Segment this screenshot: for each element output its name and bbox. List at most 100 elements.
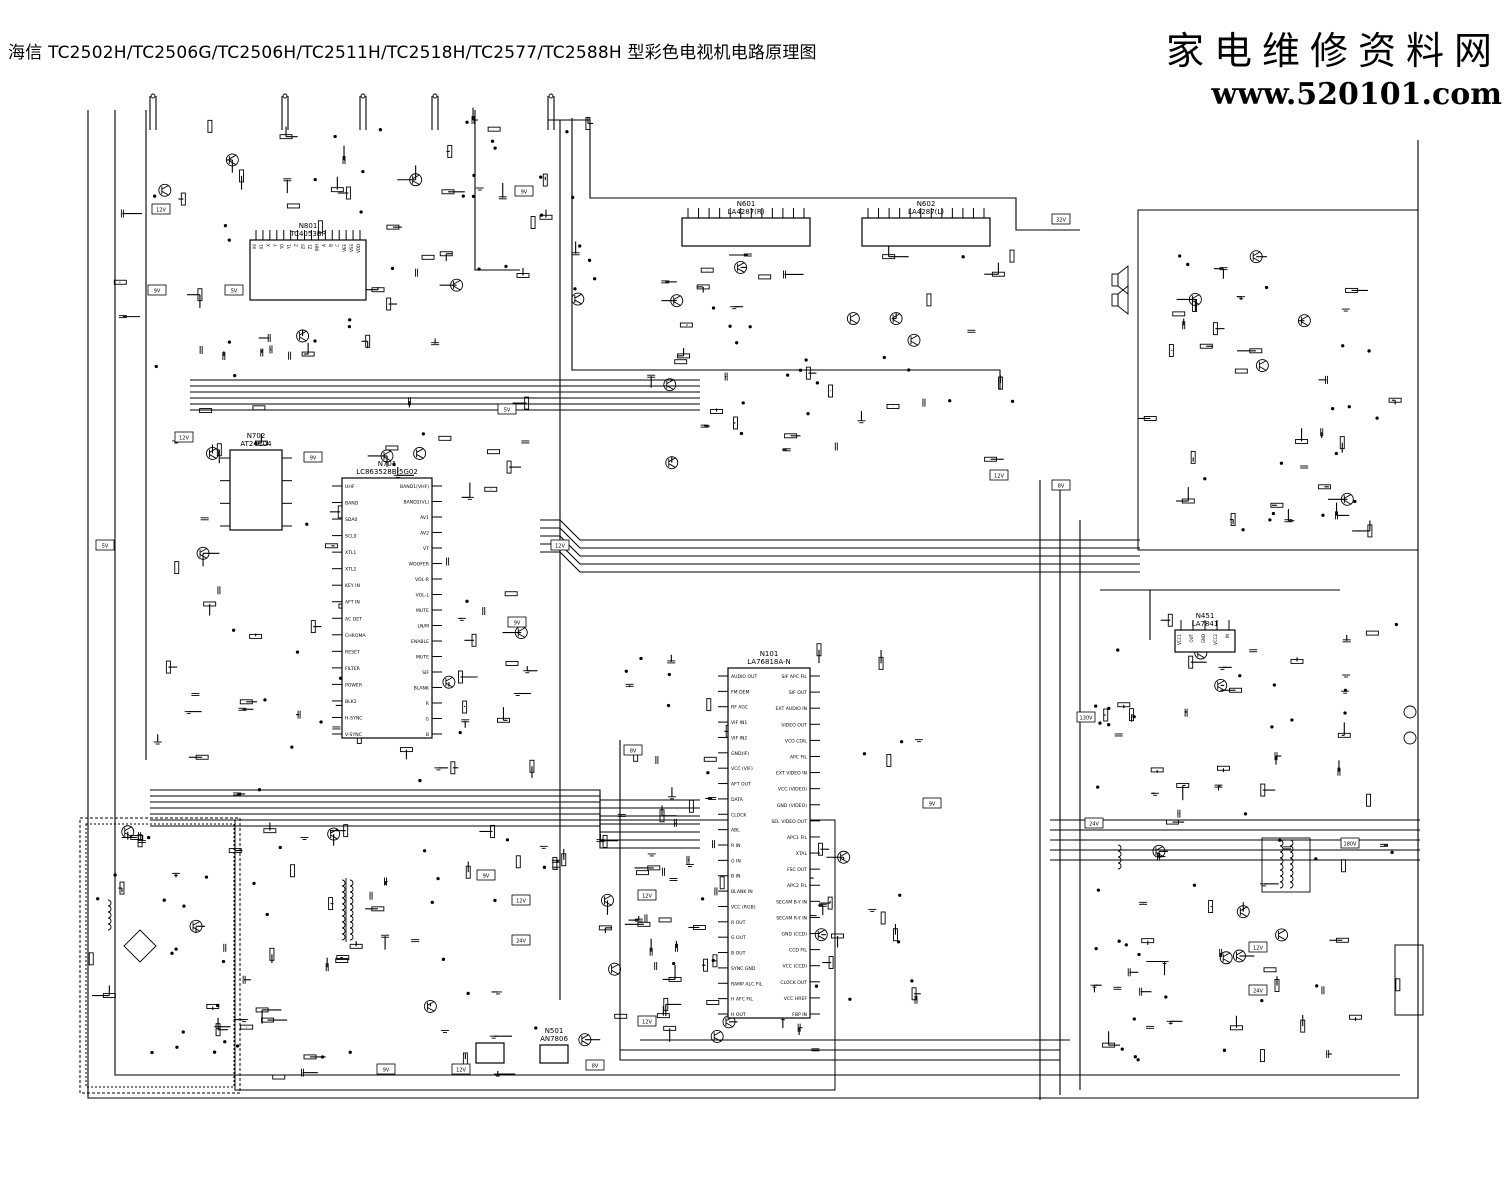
resistor (1345, 287, 1359, 293)
ic-n701-pin-label: AV1 (420, 515, 429, 521)
junction-dot (961, 255, 965, 259)
transistor (206, 446, 219, 460)
ic-n501-body (539, 1044, 569, 1064)
junction-dot (587, 258, 592, 262)
ic-n101-pin-label: VCC (RGB) (731, 904, 756, 910)
junction-dot (815, 381, 820, 385)
junction-dot (338, 676, 343, 680)
transistor-emitter (737, 268, 745, 273)
junction-dot (505, 838, 510, 842)
coil-turn (1289, 839, 1294, 847)
ic-n801-pin-label: Y0 (280, 244, 285, 250)
transistor-emitter (1252, 257, 1261, 263)
resistor (1167, 613, 1173, 627)
junction-dot (1120, 1047, 1124, 1051)
resistor (497, 717, 510, 723)
resistor (831, 933, 844, 939)
ic-n451-id: N451 (1196, 612, 1215, 620)
junction-dot (333, 134, 337, 139)
resistor (1141, 938, 1155, 944)
transistor-emitter (1301, 321, 1309, 327)
supply-box (585, 1059, 605, 1071)
transistor-collector (229, 154, 237, 160)
ic-n701-pin-label: BAND (345, 501, 359, 507)
wire (540, 535, 1140, 557)
junction-dot (392, 462, 396, 466)
junction-dot (1367, 349, 1371, 353)
ic-n451-pin-label: VCC2 (1213, 634, 1218, 645)
ic-n701-pin-label: SCL0 (345, 534, 357, 540)
ic-n101-pin-label: FBP IN (792, 1012, 807, 1018)
ic-n101-pin-label: XTAL (796, 851, 808, 857)
brand-block: 家电维修资料网 www.520101.com (1166, 20, 1502, 112)
junction-dot (305, 522, 309, 526)
ic-n101-pin-label: SYNC GND (731, 966, 756, 972)
transistor-collector (412, 174, 420, 180)
supply-voltage: 8V (592, 1064, 599, 1070)
transistor (409, 173, 423, 187)
resistor (710, 409, 723, 414)
supply-voltage: 5V (231, 289, 238, 295)
junction-dot (624, 669, 628, 673)
ic-n701-pin-label: MUTE (416, 655, 429, 661)
junction-dot (1268, 518, 1272, 522)
transistor (196, 546, 210, 560)
junction-dot (235, 1044, 240, 1048)
resistor (439, 251, 453, 257)
resistor (602, 834, 608, 848)
resistor (818, 842, 823, 856)
resistor (254, 440, 268, 446)
resistor (1102, 1042, 1116, 1048)
ic-n602-part: LA4287(L) (908, 208, 944, 216)
ic-n701-pin-label: AV2 (420, 531, 429, 537)
resistor (1395, 978, 1401, 992)
resistor (113, 279, 127, 285)
junction-dot (798, 368, 803, 372)
resistor (659, 809, 665, 823)
transistor-emitter (1197, 653, 1206, 659)
supply-tag: 12V (174, 431, 194, 443)
supply-voltage: 12V (642, 894, 652, 900)
supply-tag: 24V (1248, 984, 1268, 996)
transistor (158, 183, 172, 197)
ic-n101-pin-label: VCC (VIF) (731, 766, 753, 772)
resistor (336, 955, 350, 961)
ic-n101-pin-label: APC2 FIL (787, 883, 808, 889)
ic-n801-pin-label: Y (273, 243, 278, 247)
resistor (371, 287, 385, 293)
junction-dot (593, 277, 597, 281)
junction-dot (539, 213, 544, 217)
junction-dot (348, 318, 352, 322)
resistor (421, 254, 435, 260)
junction-dot (711, 958, 715, 963)
resistor (703, 756, 717, 762)
ic-n451: N451LA7841VCC1OUTGNDVCC2IN (1174, 612, 1236, 653)
ic-n601-body (681, 217, 811, 247)
ic-n801-pin-label: X (266, 244, 271, 247)
ic-n501-id: N501 (545, 1027, 564, 1035)
junction-dot (1264, 285, 1269, 290)
junction-dot (1178, 254, 1182, 258)
ic-n451-pin-label: OUT (1189, 633, 1194, 642)
supply-box (989, 469, 1009, 481)
transistor-emitter (1192, 300, 1200, 305)
junction-dot (848, 997, 852, 1001)
transistor-collector (1155, 845, 1164, 851)
supply-voltage: 180V (1344, 842, 1358, 848)
junction-dot (1243, 812, 1248, 816)
transistor (442, 675, 456, 689)
ic-n701-pin-label: RESET (345, 649, 360, 655)
connector-pin (282, 93, 288, 99)
resistor (658, 917, 672, 923)
connector-pin (432, 93, 438, 99)
power-board-frame (79, 817, 241, 1094)
ic-n701-pin-label: UHF (345, 484, 355, 490)
coil-turn (1279, 857, 1284, 865)
ic-n801-pin-label: VEE (342, 244, 347, 252)
transistor (670, 294, 684, 308)
resistor (663, 1025, 677, 1031)
transistor-collector (445, 676, 454, 682)
resistor (886, 753, 892, 767)
junction-dot (1241, 528, 1245, 532)
